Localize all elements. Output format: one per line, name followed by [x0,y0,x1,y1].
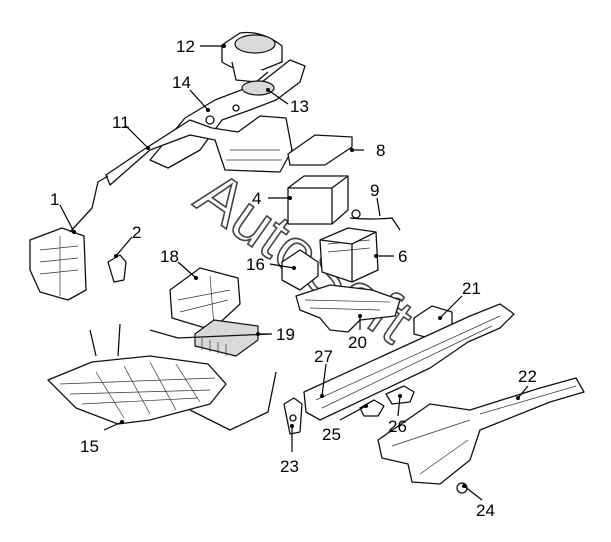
callout-23: 23 [280,457,299,476]
callout-12: 12 [176,37,195,56]
part-9-cable [349,209,401,231]
callout-1: 1 [50,190,59,209]
part-23-bracket [283,397,303,435]
leader-lines [59,44,529,501]
part-18-relay-cover [169,267,241,331]
callout-4: 4 [252,189,261,208]
callout-27: 27 [314,347,333,366]
callout-8: 8 [376,141,385,160]
callout-18: 18 [160,247,179,266]
part-6-battery-tray [319,227,379,283]
part-14-upper-bracket [149,59,306,169]
callout-15: 15 [80,437,99,456]
part-19-relay-base [194,319,259,357]
callout-13: 13 [290,97,309,116]
callout-20: 20 [348,333,367,352]
callout-11: 11 [112,113,130,132]
callout-2: 2 [132,223,141,242]
part-11-long-tray [105,115,293,186]
callout-24: 24 [476,501,495,520]
callout-25: 25 [322,425,341,444]
part-15-undertray [47,323,277,431]
callout-19: 19 [276,325,295,344]
part-25-clip [359,399,385,417]
callout-26: 26 [388,417,407,436]
callout-16: 16 [246,255,265,274]
callout-21: 21 [462,279,481,298]
callout-6: 6 [398,247,407,266]
part-12-reservoir [221,31,283,83]
part-1-canister [29,175,109,301]
part-4-battery [287,175,349,225]
part-2-clip [107,254,127,283]
callout-14: 14 [172,73,191,92]
callout-9: 9 [370,181,379,200]
part-27-rail [303,303,515,421]
callout-labels: 1 2 4 6 8 9 11 12 13 14 15 16 18 19 20 2… [50,37,537,520]
part-8-cover-plate [287,134,353,166]
callout-22: 22 [518,367,537,386]
part-22-lower-frame [377,377,585,494]
